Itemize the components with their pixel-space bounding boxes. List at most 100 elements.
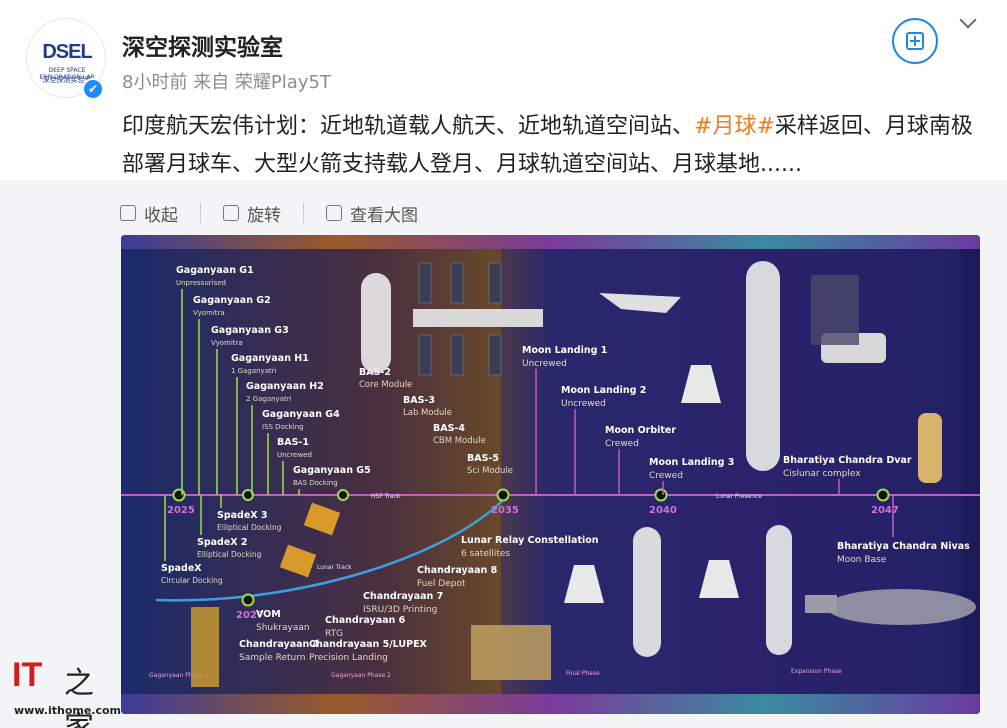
solar-panel-illustration (450, 334, 464, 376)
moon-title: Moon Landing 3 (649, 457, 734, 468)
lunar-subtitle: Precision Landing (309, 653, 388, 663)
spadex-subtitle: Circular Docking (161, 576, 223, 585)
lunar-subtitle: Fuel Depot (417, 579, 466, 589)
future-region (501, 249, 961, 694)
rocket-illustration (633, 527, 661, 657)
ithome-logo: IT (12, 656, 43, 694)
ithome-logo-text: 之家 (64, 666, 94, 728)
spadex-subtitle: Elliptical Docking (217, 523, 282, 532)
rocket-illustration (746, 261, 780, 471)
timeline-node (242, 489, 254, 501)
gaganyaan-title: Gaganyaan G2 (193, 295, 271, 306)
track-label: Lunar Track (317, 564, 352, 571)
view-large-label: 查看大图 (350, 205, 418, 226)
bharatiya-subtitle: Cislunar complex (783, 469, 861, 479)
username[interactable]: 深空探测实验室 (122, 35, 283, 61)
bharatiya-title: Bharatiya Chandra Dvar (783, 455, 912, 466)
lunar-title: Chandrayaan 5/LUPEX (309, 639, 428, 650)
gaganyaan-subtitle: 1 Gaganyatri (231, 367, 277, 375)
moon-title: Moon Landing 1 (522, 345, 607, 356)
spadex-title: SpadeX (161, 563, 202, 574)
top-color-strip (121, 235, 980, 249)
solar-panel-illustration (418, 262, 432, 304)
year-label: 2035 (491, 505, 519, 516)
collapse-button[interactable]: 收起 (120, 201, 178, 226)
chevron-down-icon (959, 11, 977, 29)
hashtag-link[interactable]: #月球# (694, 114, 775, 139)
source-prefix: 来自 (193, 72, 230, 93)
bas-subtitle: CBM Module (433, 436, 486, 446)
moon-subtitle: Uncrewed (522, 359, 567, 369)
year-label: 2025 (167, 505, 195, 516)
spadex-subtitle: Elliptical Docking (197, 550, 262, 559)
solar-panel-illustration (488, 262, 502, 304)
gaganyaan-subtitle: BAS Docking (293, 479, 338, 487)
avatar-logo-sub-cn: 深空探测实验室 (42, 76, 92, 84)
gaganyaan-subtitle: Vyomitra (193, 309, 225, 317)
moon-subtitle: Crewed (605, 439, 639, 449)
gaganyaan-title: BAS-1 (277, 437, 309, 448)
track-label: HSF Track (371, 493, 401, 500)
lunar-title: Chandrayaan 6 (325, 615, 406, 626)
gaganyaan-title: Gaganyaan G1 (176, 265, 254, 276)
post-text: 印度航天宏伟计划：近地轨道载人航天、近地轨道空间站、#月球#采样返回、月球南极部… (122, 108, 982, 184)
post-text-before: 印度航天宏伟计划：近地轨道载人航天、近地轨道空间站、 (122, 114, 695, 139)
view-large-button[interactable]: 查看大图 (326, 201, 418, 226)
phase-label: Final Phase (566, 670, 600, 677)
lunar-title: Chandrayaan 4 (239, 639, 320, 650)
moon-title: Moon Landing 2 (561, 385, 646, 396)
moon-base-illustration (826, 589, 976, 625)
spadex-title: SpadeX 2 (197, 537, 248, 548)
lunar-subtitle: RTG (325, 629, 343, 639)
verified-badge-icon: ✔ (82, 78, 104, 100)
avatar[interactable]: DSEL DEEP SPACE EXPLORATION LAB 深空探测实验室 (26, 18, 106, 98)
bas-subtitle: Sci Module (467, 466, 513, 476)
avatar-logo-sub: DEEP SPACE EXPLORATION LAB (39, 67, 95, 81)
lunar-subtitle: Sample Return (239, 653, 305, 663)
toolbar-divider (303, 203, 304, 223)
lunar-lander-illustration (471, 625, 551, 680)
gaganyaan-subtitle: Vyomitra (211, 339, 243, 347)
lunar-subtitle: Shukrayaan (256, 623, 310, 633)
moon-base-module-illustration (805, 595, 837, 613)
solar-panel-illustration (418, 334, 432, 376)
phase-label: Expansion Phase (791, 668, 842, 675)
gaganyaan-title: Gaganyaan H1 (231, 353, 309, 364)
more-options-button[interactable] (958, 11, 982, 34)
spacecraft-illustrations (191, 261, 976, 687)
lunar-subtitle: ISRU/3D Printing (363, 605, 437, 615)
rocket-illustration (361, 273, 391, 373)
space-station-illustration (413, 309, 543, 327)
satellite-illustration (279, 544, 317, 578)
spaceplane-illustration (599, 293, 681, 313)
ithome-url: www.ithome.com (14, 704, 122, 717)
phase-label: Gaganyaan Phase 1 (149, 672, 209, 679)
bottom-color-strip (121, 694, 980, 714)
gaganyaan-subtitle: ISS Docking (262, 423, 304, 431)
track-label: Lunar Presence (716, 493, 762, 500)
source-device[interactable]: 荣耀Play5T (234, 72, 331, 93)
lunar-subtitle: 6 satellites (461, 549, 510, 559)
collapse-label: 收起 (144, 205, 178, 226)
gaganyaan-subtitle: Unpressurised (176, 279, 226, 287)
solar-panel-illustration (450, 262, 464, 304)
bas-title: BAS-5 (467, 453, 499, 464)
astronaut-illustration (918, 413, 942, 483)
gaganyaan-title: Gaganyaan G3 (211, 325, 289, 336)
ithome-watermark: IT 之家 www.ithome.com (12, 656, 121, 728)
gaganyaan-subtitle: 2 Gaganyatri (246, 395, 292, 403)
rotate-button[interactable]: 旋转 (223, 201, 281, 226)
add-icon (906, 32, 924, 50)
image-toolbar: 收起 旋转 查看大图 (120, 196, 440, 230)
follow-button[interactable] (892, 18, 938, 64)
gaganyaan-title: Gaganyaan H2 (246, 381, 324, 392)
post-text-after: 采样返回、月球南极部署月球车、大型火箭支持载人登月、月球轨道空间站、月球基地..… (122, 114, 973, 177)
bharatiya-subtitle: Moon Base (837, 555, 887, 565)
bas-subtitle: Core Module (359, 380, 412, 390)
satellite-illustration (303, 502, 341, 536)
year-node (654, 488, 668, 502)
